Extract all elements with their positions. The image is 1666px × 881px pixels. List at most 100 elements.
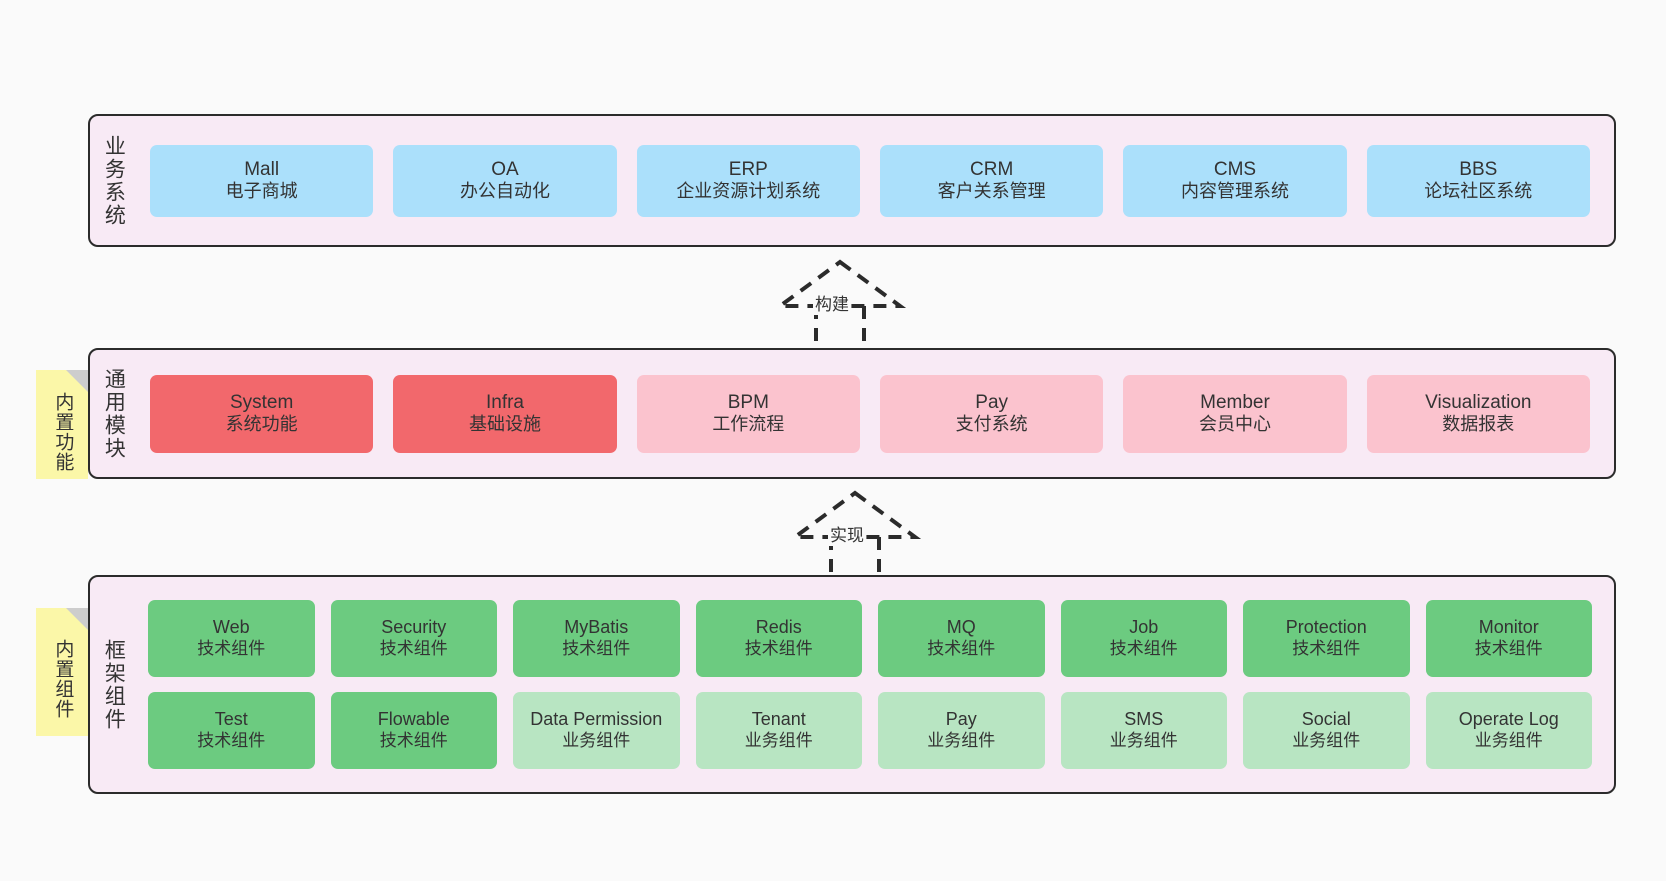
card-title-cn: 客户关系管理 xyxy=(937,181,1046,202)
card-title-cn: 系统功能 xyxy=(225,414,298,435)
card-title-en: Test xyxy=(214,709,248,730)
connector-build: 构建 xyxy=(740,258,940,350)
card-operate-log[interactable]: Operate Log 业务组件 xyxy=(1425,692,1592,769)
card-title-en: Mall xyxy=(244,158,280,180)
card-mq[interactable]: MQ 技术组件 xyxy=(878,600,1045,677)
layer-body-framework: Web 技术组件 Security 技术组件 MyBatis 技术组件 Redi… xyxy=(136,577,1614,792)
note-fold-corner-icon xyxy=(66,608,88,630)
card-row-common: System 系统功能 Infra 基础设施 BPM 工作流程 Pay 支付系统… xyxy=(140,374,1600,453)
card-system[interactable]: System 系统功能 xyxy=(150,374,374,453)
card-title-en: BBS xyxy=(1459,158,1498,180)
card-title-cn: 技术组件 xyxy=(1474,639,1543,659)
card-title-cn: 技术组件 xyxy=(379,639,448,659)
card-crm[interactable]: CRM 客户关系管理 xyxy=(879,144,1104,217)
card-title-en: Flowable xyxy=(377,709,450,730)
card-title-en: SMS xyxy=(1124,709,1164,730)
card-infra[interactable]: Infra 基础设施 xyxy=(393,374,617,453)
card-title-cn: 论坛社区系统 xyxy=(1424,181,1533,202)
connector-label-build: 构建 xyxy=(813,295,851,315)
card-title-en: Protection xyxy=(1285,617,1367,638)
note-label: 内置功能 xyxy=(52,391,74,472)
card-title-cn: 工作流程 xyxy=(712,414,785,435)
card-title-cn: 技术组件 xyxy=(1292,639,1361,659)
card-title-cn: 技术组件 xyxy=(197,639,266,659)
card-job[interactable]: Job 技术组件 xyxy=(1060,600,1227,677)
card-web[interactable]: Web 技术组件 xyxy=(148,600,315,677)
card-title-cn: 办公自动化 xyxy=(459,181,550,202)
card-redis[interactable]: Redis 技术组件 xyxy=(695,600,862,677)
card-visualization[interactable]: Visualization 数据报表 xyxy=(1366,374,1590,453)
card-title-cn: 业务组件 xyxy=(1109,731,1178,751)
card-title-en: MyBatis xyxy=(564,617,629,638)
card-title-cn: 数据报表 xyxy=(1442,414,1515,435)
card-tenant[interactable]: Tenant 业务组件 xyxy=(695,692,862,769)
card-bpm[interactable]: BPM 工作流程 xyxy=(636,374,860,453)
connector-label-implement: 实现 xyxy=(828,526,866,546)
card-pay-module[interactable]: Pay 支付系统 xyxy=(879,374,1104,453)
layer-label-framework: 框架组件 xyxy=(102,638,126,731)
card-row-framework-business: Test 技术组件 Flowable 技术组件 Data Permission … xyxy=(140,692,1600,769)
card-security[interactable]: Security 技术组件 xyxy=(330,600,497,677)
card-title-en: Job xyxy=(1129,617,1159,638)
card-oa[interactable]: OA 办公自动化 xyxy=(393,144,617,217)
card-social[interactable]: Social 业务组件 xyxy=(1243,692,1410,769)
card-data-permission[interactable]: Data Permission 业务组件 xyxy=(513,692,680,769)
card-title-cn: 业务组件 xyxy=(927,731,996,751)
card-title-en: Redis xyxy=(755,617,802,638)
card-title-en: Pay xyxy=(945,709,977,730)
card-title-en: MQ xyxy=(946,617,976,638)
card-title-en: Visualization xyxy=(1425,391,1532,413)
layer-body-business: Mall 电子商城 OA 办公自动化 ERP 企业资源计划系统 CRM 客户关系… xyxy=(136,116,1614,245)
card-title-cn: 业务组件 xyxy=(562,731,631,751)
note-builtin-component: 内置组件 xyxy=(36,608,88,736)
card-pay-component[interactable]: Pay 业务组件 xyxy=(878,692,1045,769)
card-title-cn: 会员中心 xyxy=(1198,414,1271,435)
layer-common-modules: 通用模块 System 系统功能 Infra 基础设施 BPM 工作流程 Pay xyxy=(88,348,1616,479)
card-title-en: Member xyxy=(1200,391,1270,413)
card-member[interactable]: Member 会员中心 xyxy=(1123,374,1347,453)
card-title-en: Operate Log xyxy=(1458,709,1559,730)
card-title-en: Infra xyxy=(485,391,524,413)
card-title-cn: 技术组件 xyxy=(927,639,996,659)
card-row-framework-tech: Web 技术组件 Security 技术组件 MyBatis 技术组件 Redi… xyxy=(140,600,1600,677)
note-builtin-function: 内置功能 xyxy=(36,370,88,479)
card-title-cn: 内容管理系统 xyxy=(1180,181,1289,202)
layer-business-systems: 业务系统 Mall 电子商城 OA 办公自动化 ERP 企业资源计划系统 CRM xyxy=(88,114,1616,247)
card-title-en: Social xyxy=(1301,709,1351,730)
card-title-en: Data Permission xyxy=(530,709,663,730)
card-bbs[interactable]: BBS 论坛社区系统 xyxy=(1366,144,1590,217)
card-title-en: Tenant xyxy=(751,709,806,730)
card-mall[interactable]: Mall 电子商城 xyxy=(150,144,374,217)
card-row-business: Mall 电子商城 OA 办公自动化 ERP 企业资源计划系统 CRM 客户关系… xyxy=(140,144,1600,217)
card-test[interactable]: Test 技术组件 xyxy=(148,692,315,769)
card-title-cn: 技术组件 xyxy=(744,639,813,659)
card-title-cn: 业务组件 xyxy=(1474,731,1543,751)
card-title-en: System xyxy=(229,391,294,413)
card-monitor[interactable]: Monitor 技术组件 xyxy=(1425,600,1592,677)
card-title-cn: 业务组件 xyxy=(1292,731,1361,751)
card-title-cn: 电子商城 xyxy=(225,181,298,202)
card-title-cn: 企业资源计划系统 xyxy=(676,181,821,202)
card-title-en: OA xyxy=(491,158,519,180)
layer-framework-components: 框架组件 Web 技术组件 Security 技术组件 MyBatis 技术组件… xyxy=(88,575,1616,794)
card-protection[interactable]: Protection 技术组件 xyxy=(1243,600,1410,677)
note-label: 内置组件 xyxy=(52,639,74,719)
card-title-en: ERP xyxy=(728,158,768,180)
card-title-cn: 技术组件 xyxy=(197,731,266,751)
note-fold-corner-icon xyxy=(66,370,88,392)
card-title-cn: 技术组件 xyxy=(1109,639,1178,659)
card-title-en: BPM xyxy=(727,391,769,413)
card-cms[interactable]: CMS 内容管理系统 xyxy=(1123,144,1347,217)
card-title-en: Security xyxy=(381,617,447,638)
card-title-cn: 支付系统 xyxy=(955,414,1028,435)
card-erp[interactable]: ERP 企业资源计划系统 xyxy=(636,144,860,217)
card-title-en: Pay xyxy=(975,391,1009,413)
card-title-en: CMS xyxy=(1213,158,1257,180)
card-sms[interactable]: SMS 业务组件 xyxy=(1060,692,1227,769)
card-mybatis[interactable]: MyBatis 技术组件 xyxy=(513,600,680,677)
layer-label-business: 业务系统 xyxy=(102,134,126,227)
connector-implement: 实现 xyxy=(755,489,955,581)
card-title-cn: 基础设施 xyxy=(468,414,541,435)
card-flowable[interactable]: Flowable 技术组件 xyxy=(330,692,497,769)
card-title-cn: 业务组件 xyxy=(744,731,813,751)
